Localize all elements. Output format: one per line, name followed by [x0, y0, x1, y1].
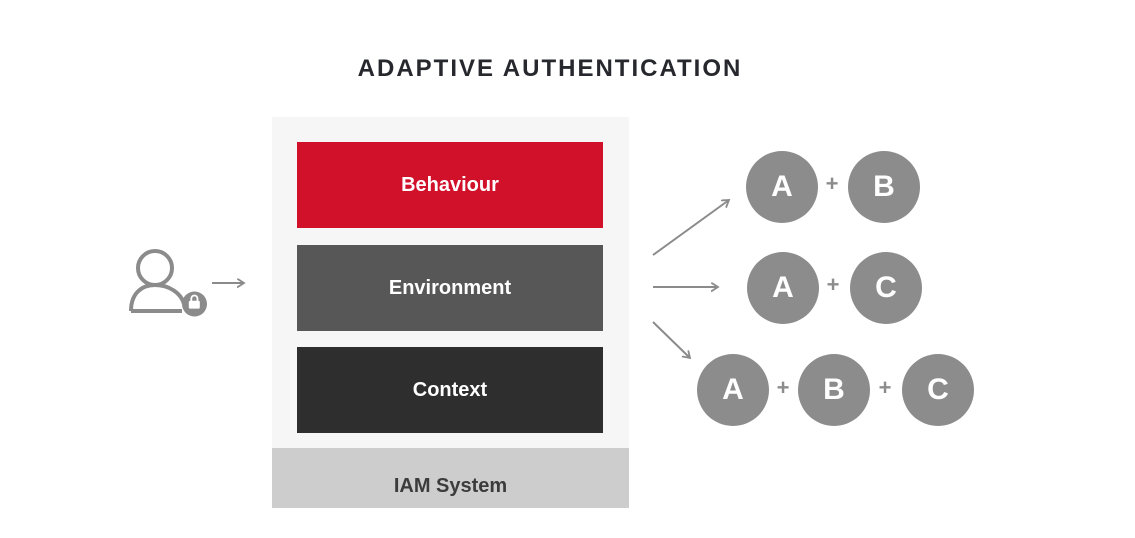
user-lock-icon: [129, 249, 263, 317]
plus-sign: +: [776, 375, 790, 400]
lock-shackle-icon: [190, 294, 199, 301]
factor-context-label: Context: [412, 378, 488, 401]
plus-sign: +: [825, 171, 839, 196]
user-head: [136, 249, 174, 287]
factor-behaviour-label: Behaviour: [401, 173, 499, 196]
factor-environment-bar: Environment: [297, 245, 603, 331]
factor-circle-a: A: [747, 252, 819, 324]
factor-circle-b: B: [848, 151, 920, 223]
user-shoulders: [129, 282, 186, 312]
factor-circle-b: B: [798, 354, 870, 426]
arrow-up-right-icon: [652, 200, 729, 256]
factor-circle-a: A: [697, 354, 769, 426]
lock-body-icon: [188, 300, 200, 309]
factor-environment-label: Environment: [388, 276, 512, 299]
plus-sign: +: [878, 375, 892, 400]
factor-circle-c: C: [850, 252, 922, 324]
factor-context-bar: Context: [297, 347, 603, 433]
iam-system-bar: IAM System: [272, 448, 629, 508]
factor-circle-a: A: [746, 151, 818, 223]
diagram-title: ADAPTIVE AUTHENTICATION: [357, 55, 743, 82]
factor-circle-c: C: [902, 354, 974, 426]
arrow-down-right-icon: [652, 321, 690, 358]
iam-system-label: IAM System: [393, 474, 508, 497]
plus-sign: +: [826, 272, 840, 297]
factor-behaviour-bar: Behaviour: [297, 142, 603, 228]
fan-arrows: [652, 160, 755, 380]
auth-factors-panel: Behaviour Environment Context IAM System: [272, 117, 629, 508]
